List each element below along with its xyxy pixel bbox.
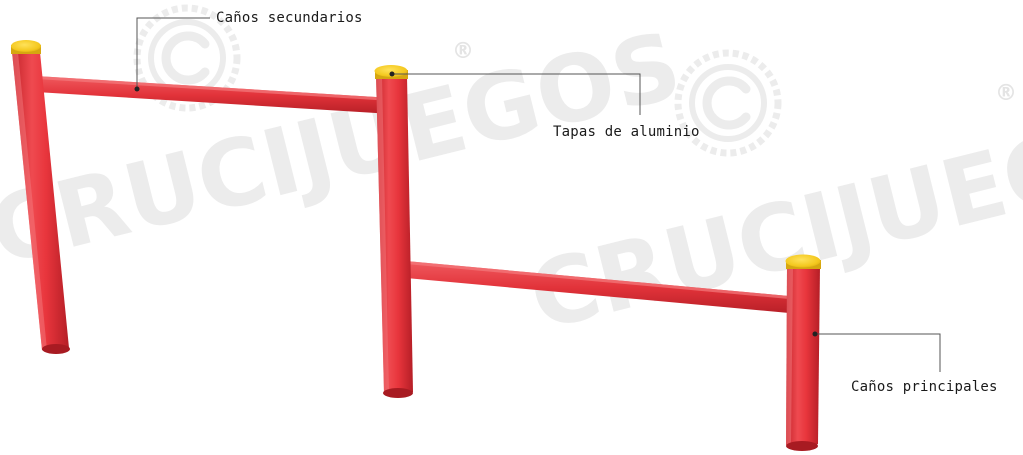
callout-aluminum-caps xyxy=(389,71,641,115)
callout-secondary-pipes xyxy=(134,17,210,92)
aluminum-cap-left xyxy=(11,40,41,54)
label-aluminum-caps: Tapas de aluminio xyxy=(553,124,700,140)
aluminum-cap-right xyxy=(785,254,821,269)
main-pipe-left xyxy=(12,52,70,354)
watermark: CRUCIJUEGOS CRUCIJUEGOS ® ® xyxy=(0,4,1023,351)
secondary-pipe-upper xyxy=(36,76,392,114)
watermark-registered-mark: ® xyxy=(995,81,1017,106)
main-pipe-right xyxy=(786,266,820,451)
label-main-pipes: Caños principales xyxy=(851,379,998,395)
callout-main-pipes xyxy=(812,331,941,372)
main-pipe-middle xyxy=(376,76,413,398)
secondary-pipe-lower xyxy=(406,261,800,314)
watermark-seal-icon xyxy=(674,49,782,157)
watermark-registered-mark: ® xyxy=(452,39,474,64)
label-secondary-pipes: Caños secundarios xyxy=(216,10,363,26)
